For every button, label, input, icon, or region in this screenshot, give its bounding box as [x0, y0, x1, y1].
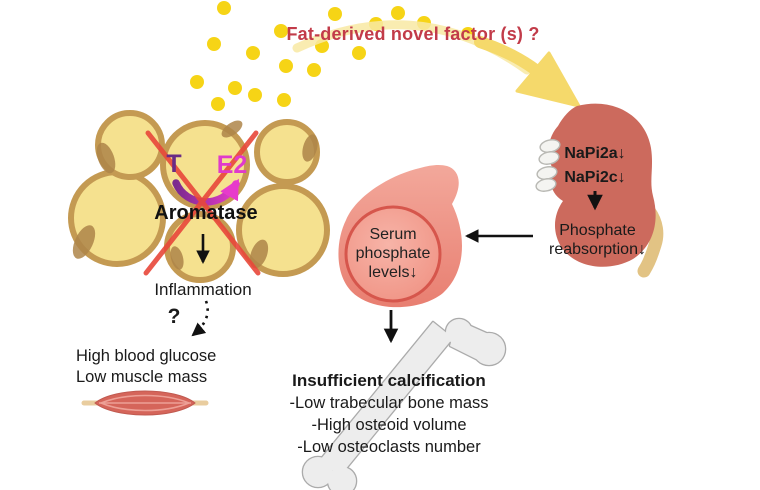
serum-line2: phosphate: [355, 245, 431, 262]
bone-item-3: -Low osteoclasts number: [297, 438, 481, 456]
high-blood-glucose-label: High blood glucose: [76, 347, 217, 365]
fat-to-kidney-arrow: [292, 20, 581, 108]
muscle-illustration: [81, 390, 209, 416]
napi2c-label: NaPi2c↓: [564, 169, 626, 186]
bone-item-2: -High osteoid volume: [311, 416, 467, 434]
inflammation-label: Inflammation: [154, 280, 252, 299]
testosterone-label: T: [166, 150, 182, 178]
bone-item-1: -Low trabecular bone mass: [289, 394, 489, 412]
estradiol-label: E2: [216, 151, 248, 179]
adipocyte-cluster-illustration: [68, 110, 330, 283]
serum-drop-illustration: [338, 164, 462, 308]
inhibition-cross: [143, 130, 261, 276]
fat-factor-dots: [190, 1, 475, 111]
phosphate-transporters: [535, 139, 561, 192]
adipocyte-shading: [72, 120, 318, 270]
insufficient-calcification-title: Insufficient calcification: [292, 371, 486, 390]
question-mark-label: ?: [167, 305, 181, 328]
fat-derived-factor-label: Fat-derived novel factor (s) ?: [286, 24, 540, 44]
phosphate-reabsorption-label: Phosphate reabsorption↓: [535, 221, 660, 259]
serum-line3: levels↓: [368, 264, 418, 281]
kidney-illustration: [535, 103, 664, 278]
phosphate-line2: reabsorption↓: [549, 241, 646, 258]
inflammation-dashed-arrow: [191, 300, 209, 337]
serum-phosphate-label: Serum phosphate levels↓: [333, 225, 453, 282]
napi2a-label: NaPi2a↓: [564, 145, 626, 162]
aromatase-label: Aromatase: [154, 202, 258, 224]
bone-outcome-block: Insufficient calcification -Low trabecul…: [258, 370, 520, 458]
low-muscle-mass-label: Low muscle mass: [76, 368, 208, 386]
serum-line1: Serum: [369, 226, 417, 243]
phosphate-line1: Phosphate: [559, 222, 636, 239]
